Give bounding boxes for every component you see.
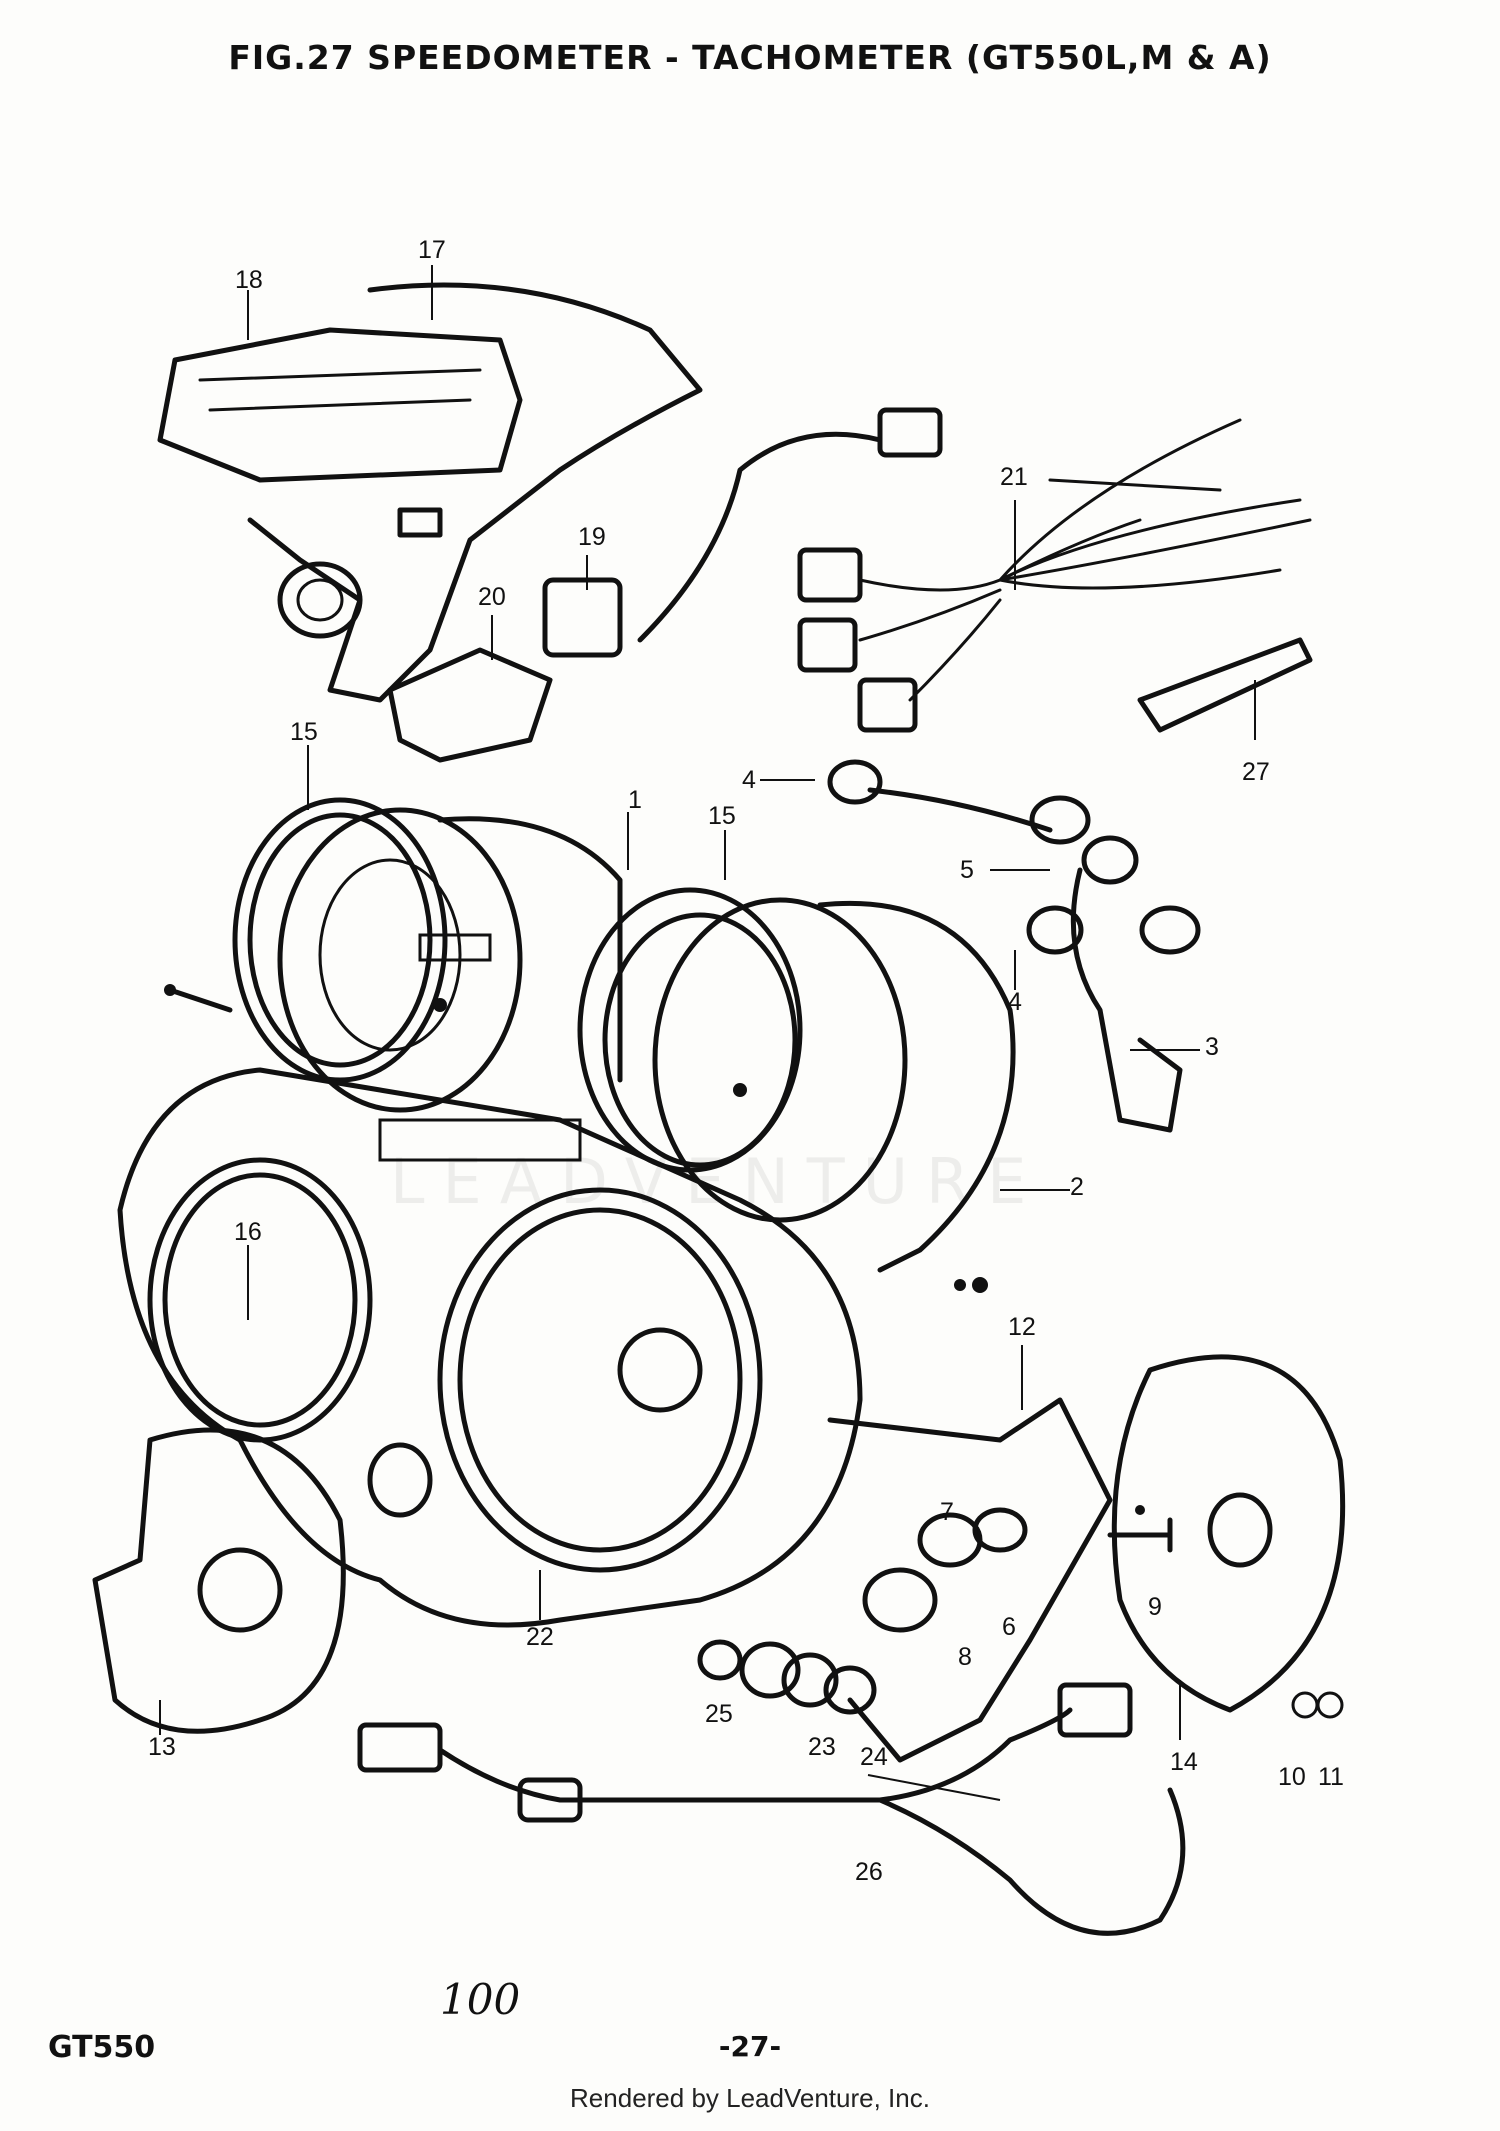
callout-26: 26 <box>855 1858 883 1886</box>
callout-21: 21 <box>1000 463 1028 491</box>
callout-11: 11 <box>1318 1763 1344 1791</box>
callout-9: 9 <box>1148 1593 1162 1621</box>
callout-7: 7 <box>940 1498 954 1526</box>
callout-4a: 4 <box>742 766 756 794</box>
callout-27: 27 <box>1242 758 1270 786</box>
handwritten-note: 100 <box>440 1975 521 2024</box>
callout-15a: 15 <box>290 718 318 746</box>
speedometer-assembly <box>232 797 623 1113</box>
back-plate-13 <box>92 1427 346 1734</box>
callout-12: 12 <box>1008 1313 1036 1341</box>
callout-leaders <box>159 265 1256 1801</box>
callout-18: 18 <box>235 266 263 294</box>
callout-20: 20 <box>478 583 506 611</box>
page-number: -27- <box>718 2030 782 2063</box>
callout-8: 8 <box>958 1643 972 1671</box>
callout-14: 14 <box>1170 1748 1198 1776</box>
lamp-sockets-3 <box>827 759 1201 1133</box>
render-credit: Rendered by LeadVenture, Inc. <box>570 2083 930 2113</box>
bracket-27 <box>1137 637 1313 733</box>
tachometer-assembly <box>577 887 1016 1293</box>
watermark: LEADVENTURE <box>390 1145 1045 1218</box>
callout-17: 17 <box>418 236 446 264</box>
callout-19: 19 <box>578 523 606 551</box>
callout-24: 24 <box>860 1743 888 1771</box>
callout-16: 16 <box>234 1218 262 1246</box>
meter-case-22 <box>117 1067 863 1628</box>
wiring-harness-21 <box>797 418 1312 733</box>
callout-23: 23 <box>808 1733 836 1761</box>
footer-model: GT550 <box>48 2030 156 2065</box>
bulb-socket-19 <box>542 577 623 658</box>
figure-title: FIG.27 SPEEDOMETER - TACHOMETER (GT550L,… <box>228 38 1272 77</box>
callout-3: 3 <box>1205 1033 1219 1061</box>
callout-13: 13 <box>148 1733 176 1761</box>
callout-2: 2 <box>1070 1173 1084 1201</box>
callout-4b: 4 <box>1008 988 1022 1016</box>
part-callouts: 1 2 3 4 4 5 6 7 8 9 10 11 12 13 14 15 15… <box>148 236 1344 1886</box>
callout-15b: 15 <box>708 802 736 830</box>
callout-25: 25 <box>705 1700 733 1728</box>
callout-6: 6 <box>1002 1613 1016 1641</box>
callout-10: 10 <box>1278 1763 1306 1791</box>
back-plate-14 <box>1111 1354 1346 1713</box>
callout-5: 5 <box>960 856 974 884</box>
mounting-bracket-12 <box>827 1397 1113 1763</box>
callout-22: 22 <box>526 1623 554 1651</box>
rubber-cushion-20 <box>387 647 553 763</box>
indicator-housing <box>157 282 703 703</box>
wire-harness <box>637 431 883 643</box>
harness-26 <box>357 1682 1186 1936</box>
callout-1: 1 <box>628 786 642 814</box>
